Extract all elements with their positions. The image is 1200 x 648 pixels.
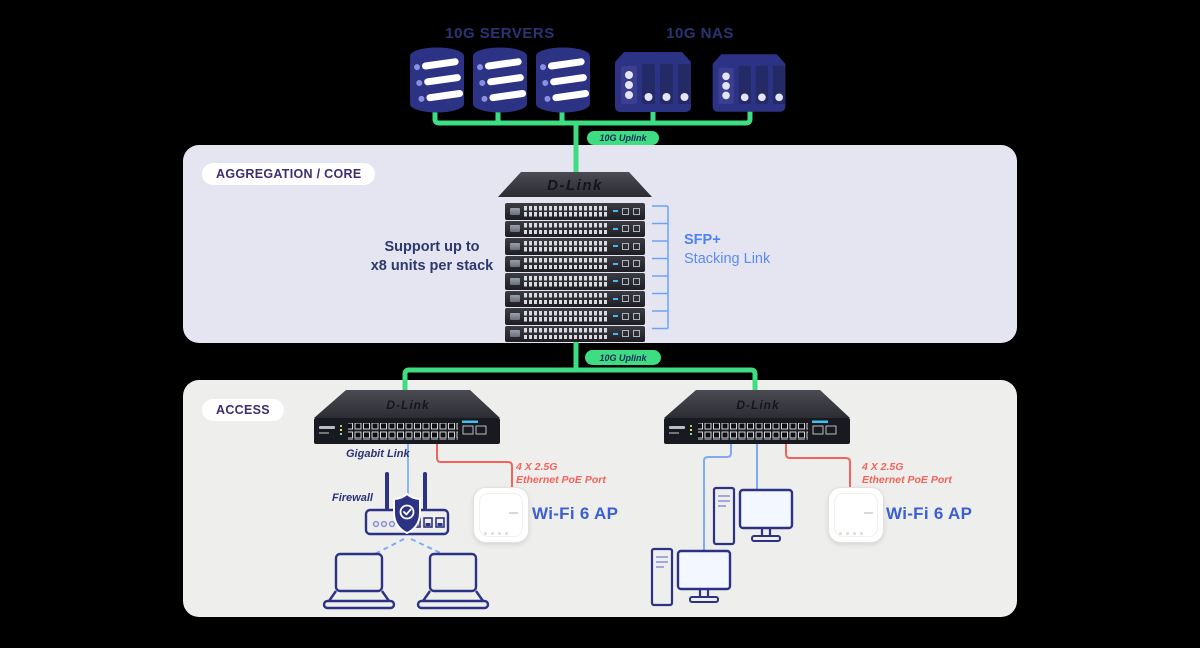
firewall-router-icon xyxy=(364,472,450,536)
gigabit-link-label: Gigabit Link xyxy=(346,448,410,460)
wifi-ap-icon xyxy=(828,487,884,543)
status-led-block xyxy=(510,225,520,233)
port-strip xyxy=(524,328,609,340)
stack-unit xyxy=(505,238,645,255)
uplink-led xyxy=(613,332,618,335)
database-icon xyxy=(473,47,527,113)
stack-unit xyxy=(505,255,645,272)
access-switch: D-Link xyxy=(314,390,500,444)
database-icon xyxy=(536,47,590,113)
uplink-led xyxy=(613,227,618,230)
laptop-icon xyxy=(416,552,490,610)
sfp-port xyxy=(622,207,629,215)
status-led-block xyxy=(510,207,520,215)
sfp-port xyxy=(622,225,629,233)
access-switch: D-Link xyxy=(664,390,850,444)
stack-unit xyxy=(505,220,645,237)
port-strip xyxy=(524,293,609,305)
port-strip xyxy=(524,258,609,270)
uplink-badge-bottom: 10G Uplink xyxy=(585,350,661,365)
poe-port-callout-left: 4 X 2.5G Ethernet PoE Port xyxy=(516,461,606,486)
sfp-port xyxy=(622,242,629,250)
stack-unit xyxy=(505,290,645,307)
port-strip xyxy=(524,240,609,252)
core-switch-stack: D-Link xyxy=(497,171,653,342)
uplink-badge-top: 10G Uplink xyxy=(587,131,659,145)
uplink-led xyxy=(613,245,618,248)
sfp-port xyxy=(622,330,629,338)
dlink-logo-text: D-Link xyxy=(736,398,780,412)
stack-support-note: Support up to x8 units per stack xyxy=(370,239,494,274)
uplink-led xyxy=(613,297,618,300)
uplink-led xyxy=(613,315,618,318)
sfp-port xyxy=(622,260,629,268)
switch-stack-top-face: D-Link xyxy=(498,172,652,197)
sfp-port xyxy=(633,225,640,233)
sfp-port xyxy=(633,260,640,268)
firewall-label: Firewall xyxy=(332,492,373,504)
wifi-ap-icon xyxy=(473,487,529,543)
access-badge: ACCESS xyxy=(202,399,284,421)
sfp-port xyxy=(622,312,629,320)
stack-unit xyxy=(505,308,645,325)
stack-unit xyxy=(505,325,645,342)
sfp-port xyxy=(633,242,640,250)
status-led-block xyxy=(510,295,520,303)
port-strip xyxy=(524,205,609,217)
sfp-port xyxy=(633,207,640,215)
stacking-link-label: SFP+ Stacking Link xyxy=(684,232,771,267)
desktop-pc-icon xyxy=(650,547,732,607)
uplink-led xyxy=(613,210,618,213)
nas-server-icon xyxy=(615,52,691,112)
nas-group-label: 10G NAS xyxy=(666,25,734,42)
sfp-port xyxy=(633,330,640,338)
port-strip xyxy=(524,310,609,322)
wifi-ap-label-left: Wi-Fi 6 AP xyxy=(532,504,619,523)
sfp-port xyxy=(633,312,640,320)
sfp-port xyxy=(622,295,629,303)
uplink-led xyxy=(613,262,618,265)
status-led-block xyxy=(510,312,520,320)
stack-unit xyxy=(505,203,645,220)
security-shield-icon xyxy=(393,492,421,535)
sfp-port xyxy=(622,277,629,285)
stack-unit xyxy=(505,273,645,290)
status-led-block xyxy=(510,260,520,268)
port-strip xyxy=(524,223,609,235)
status-led-block xyxy=(510,330,520,338)
wifi-ap-label-right: Wi-Fi 6 AP xyxy=(886,504,973,523)
nas-server-icon xyxy=(712,54,786,112)
database-icon xyxy=(410,47,464,113)
aggregation-core-badge: AGGREGATION / CORE xyxy=(202,163,376,185)
desktop-pc-icon xyxy=(712,486,794,546)
status-led-block xyxy=(510,277,520,285)
status-led-block xyxy=(510,242,520,250)
dlink-logo-text: D-Link xyxy=(547,177,603,194)
port-strip xyxy=(524,275,609,287)
laptop-icon xyxy=(322,552,396,610)
uplink-led xyxy=(613,280,618,283)
servers-group-label: 10G SERVERS xyxy=(445,25,555,42)
access-panel xyxy=(183,380,1017,617)
stacking-bracket xyxy=(652,205,669,330)
stack-units xyxy=(505,203,645,342)
poe-port-callout-right: 4 X 2.5G Ethernet PoE Port xyxy=(862,461,952,486)
sfp-port xyxy=(633,295,640,303)
dlink-logo-text: D-Link xyxy=(386,398,430,412)
sfp-port xyxy=(633,277,640,285)
